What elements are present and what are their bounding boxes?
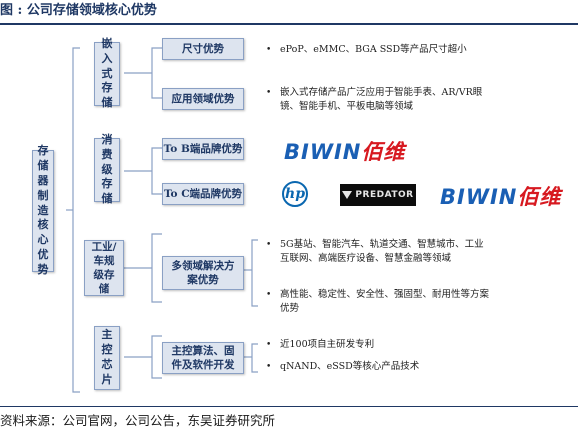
item-application-advantage: 应用领域优势 [162, 88, 244, 110]
title-rule [0, 23, 578, 25]
biwin-logo-text: BIWIN佰维 [440, 185, 561, 209]
root-brace [72, 47, 80, 393]
item-size-advantage: 尺寸优势 [162, 38, 244, 60]
branch-4-brace [151, 335, 162, 379]
bullet-dot: • [266, 340, 272, 350]
biwin-logo-text: BIWIN佰维 [284, 140, 405, 164]
bullet-dot: • [266, 362, 272, 372]
detail-industries: • 5G基站、智能汽车、轨道交通、智慧城市、工业互联网、高端医疗设备、智慧金融等… [266, 238, 492, 266]
predator-logo-text: PREDATOR [355, 190, 414, 200]
bullet-dot: • [266, 290, 272, 300]
detail-text: 嵌入式存储产品广泛应用于智能手表、AR/VR眼镜、智能手机、平板电脑等领域 [280, 87, 483, 112]
item-tob-brand-advantage: To B端品牌优势 [162, 138, 244, 160]
item-toc-brand-advantage: To C端品牌优势 [162, 183, 244, 205]
biwin-latin-part: BIWIN [440, 185, 518, 209]
root-node: 存储器制造核心优势 [32, 144, 54, 276]
branch-embedded-storage: 嵌入式存储 [94, 37, 120, 109]
detail-text: ePoP、eMMC、BGA SSD等产品尺寸超小 [280, 44, 467, 55]
footer-rule [0, 406, 578, 407]
detail-application: • 嵌入式存储产品广泛应用于智能手表、AR/VR眼镜、智能手机、平板电脑等领域 [266, 86, 492, 114]
hp-logo-text: hp [285, 186, 305, 202]
biwin-latin-part: BIWIN [284, 140, 362, 164]
predator-logo: PREDATOR [340, 184, 416, 206]
bullet-dot: • [266, 240, 272, 250]
branch-consumer-storage: 消费级存储 [94, 133, 120, 205]
detail-core-tech: • qNAND、eSSD等核心产品技术 [266, 360, 492, 374]
detail-solution-traits: • 高性能、稳定性、安全性、强固型、耐用性等方案优势 [266, 288, 492, 316]
branch-industrial-storage: 工业/车规级存储 [84, 240, 124, 296]
branch-controller-chip: 主控芯片 [94, 326, 120, 390]
detail-brace-3 [251, 239, 258, 307]
predator-emblem-icon [342, 191, 353, 199]
detail-text: qNAND、eSSD等核心产品技术 [280, 361, 420, 372]
biwin-chinese-part: 佰维 [361, 140, 406, 164]
branch-3-brace [151, 233, 162, 303]
figure-title: 图 : 公司存储领域核心优势 [0, 3, 157, 18]
branch-2-brace [151, 147, 162, 195]
biwin-logo: BIWIN佰维 [284, 136, 405, 164]
detail-text: 5G基站、智能汽车、轨道交通、智慧城市、工业互联网、高端医疗设备、智慧金融等领域 [280, 239, 484, 264]
bullet-dot: • [266, 88, 272, 98]
bullet-dot: • [266, 45, 272, 55]
detail-text: 近100项自主研发专利 [280, 339, 375, 350]
hp-logo: hp [282, 181, 308, 207]
detail-size: • ePoP、eMMC、BGA SSD等产品尺寸超小 [266, 43, 566, 57]
detail-patents: • 近100项自主研发专利 [266, 338, 492, 352]
branch-1-brace [151, 47, 162, 99]
item-multi-domain-solution: 多领域解决方案优势 [162, 256, 244, 290]
biwin-logo-2: BIWIN佰维 [440, 181, 561, 209]
source-note: 资料来源：公司官网，公司公告，东吴证券研究所 [0, 413, 276, 428]
detail-text: 高性能、稳定性、安全性、强固型、耐用性等方案优势 [280, 289, 490, 314]
item-controller-algorithm: 主控算法、固件及软件开发 [162, 342, 244, 374]
biwin-chinese-part: 佰维 [517, 185, 562, 209]
detail-brace-4 [251, 343, 258, 373]
